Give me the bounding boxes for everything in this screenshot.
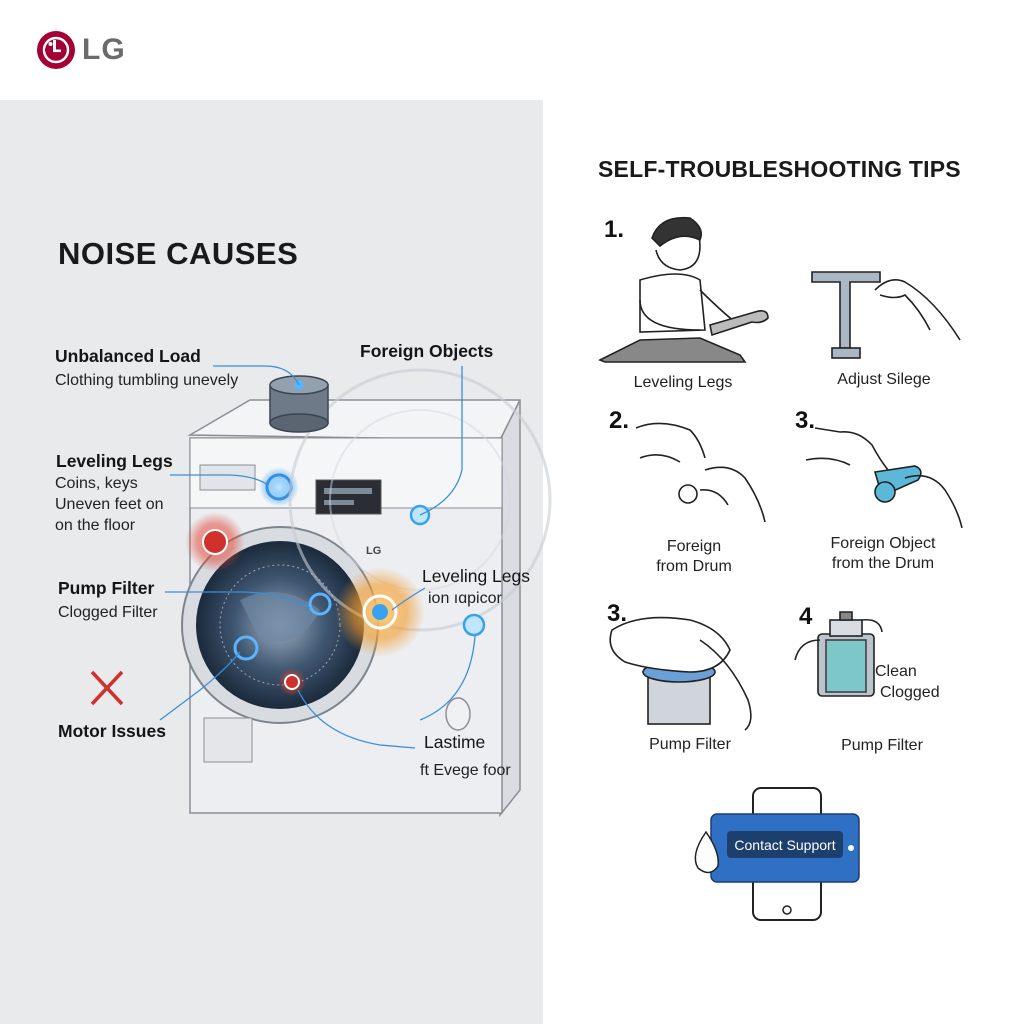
tip-caption-pump-filter-1: Pump Filter: [649, 736, 731, 753]
cause-label-leveling-legs: Leveling Legs: [56, 451, 173, 471]
callout-lines: [159, 365, 476, 749]
noise-hotspots: [185, 504, 486, 696]
hand-adjust-leg-icon: [811, 271, 961, 359]
filter-canister-icon: [794, 611, 883, 697]
troubleshooting-tips-title: SELF-TROUBLESHOOTING TIPS: [598, 156, 961, 182]
step-number-3a: 3.: [795, 407, 816, 434]
tip-caption-from-drum-1: from Drum: [656, 558, 732, 575]
cause-label-pump-filter: Pump Filter: [58, 578, 155, 598]
tip-caption-foreign-1: Foreign: [666, 538, 722, 555]
cause-label-leveling-legs-drum: Leveling Legs: [422, 566, 530, 586]
step-number-4: 4: [799, 603, 813, 630]
cause-label-unbalanced-load: Unbalanced Load: [55, 346, 201, 366]
motor-issue-x-icon: [90, 670, 124, 706]
step-number-2: 2.: [609, 407, 630, 434]
logo-text: LG: [82, 33, 126, 66]
header: LG: [0, 0, 1024, 100]
tip-caption-clogged: Clogged: [880, 684, 940, 701]
cause-label-motor-issues: Motor Issues: [58, 721, 166, 741]
cause-desc-lastime: ft Evege foor: [420, 762, 511, 779]
washer-brand-badge: LG: [366, 545, 382, 557]
cause-desc-leveling-legs-2: Uneven feet on: [55, 496, 164, 513]
contact-support-button[interactable]: Contact Support: [727, 831, 843, 858]
step-number-3b: 3.: [607, 600, 628, 627]
step-number-1: 1.: [604, 216, 625, 243]
cause-desc-leveling-legs-drum: ion ıɑpicor: [428, 590, 502, 607]
cause-label-foreign-objects: Foreign Objects: [360, 341, 494, 361]
cause-label-lastime: Lastime: [424, 732, 486, 752]
tip-caption-from-the-drum: from the Drum: [831, 555, 935, 572]
tip-caption-clean: Clean: [875, 663, 917, 680]
hands-remove-object-icon: [635, 422, 766, 523]
cause-desc-leveling-legs-1: Coins, keys: [55, 475, 138, 492]
hands-remove-object-icon: [805, 427, 963, 529]
cause-desc-leveling-legs-3: on the floor: [55, 517, 136, 534]
hand-filter-cloth-icon: [609, 616, 752, 731]
tip-caption-foreign-object: Foreign Object: [830, 535, 936, 552]
person-wrench-icon: [598, 216, 769, 363]
cause-desc-pump-filter: Clogged Filter: [58, 604, 158, 621]
tip-caption-adjust-silege: Adjust Silege: [837, 371, 931, 388]
tip-caption-leveling-legs: Leveling Legs: [633, 374, 733, 391]
noise-causes-title: NOISE CAUSES: [58, 236, 299, 271]
tip-caption-pump-filter-2: Pump Filter: [841, 737, 923, 754]
lg-logo-icon: [37, 31, 75, 69]
lg-logo[interactable]: LG: [36, 30, 126, 70]
cause-desc-unbalanced-load: Clothing tumbling unevely: [55, 372, 239, 389]
